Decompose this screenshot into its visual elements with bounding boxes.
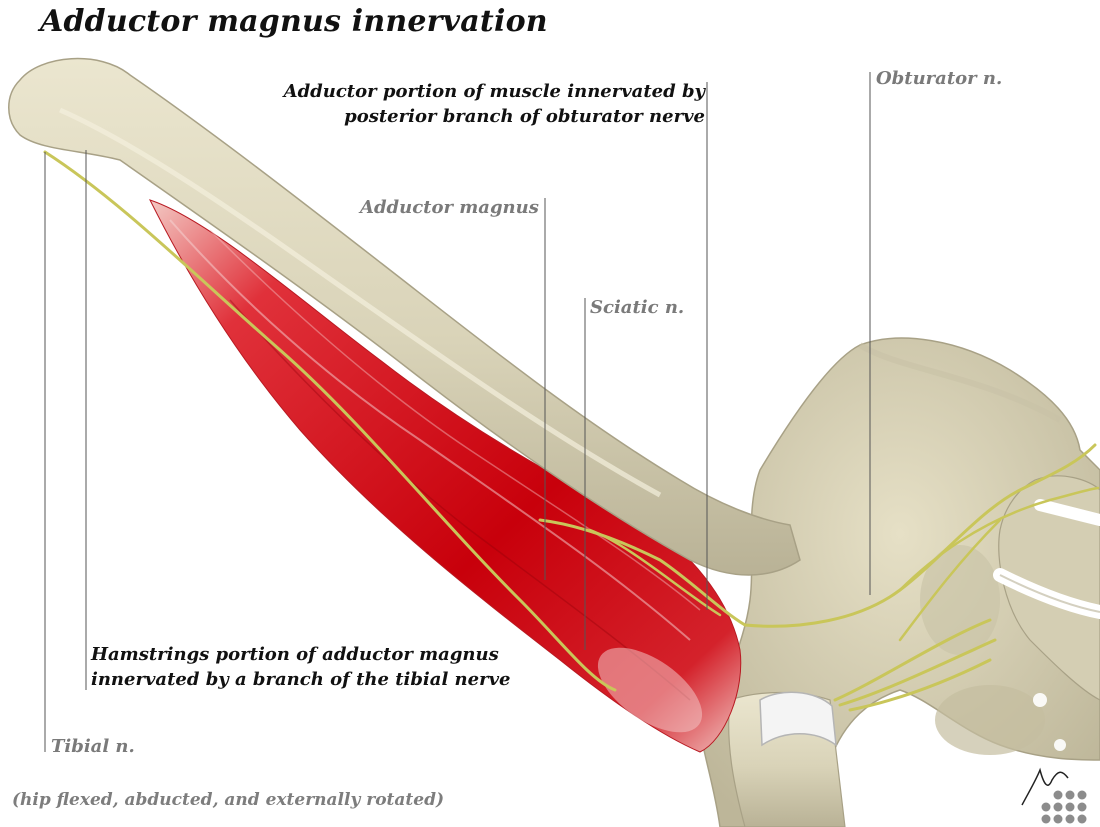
dot-grid-logo [1041, 790, 1087, 824]
page-title: Adductor magnus innervation [40, 4, 548, 39]
label-adductor-portion: Adductor portion of muscle innervated by… [282, 79, 705, 129]
label-hamstrings-line1: Hamstrings portion of adductor magnus [91, 644, 499, 665]
label-hamstrings-portion: Hamstrings portion of adductor magnus in… [91, 642, 510, 692]
signature [1021, 767, 1087, 824]
nerves [43, 150, 1100, 712]
label-obturator-nerve: Obturator n. [876, 68, 1003, 89]
adductor-magnus-muscle [149, 199, 742, 753]
label-hamstrings-line2: innervated by a branch of the tibial ner… [91, 669, 511, 690]
label-adductor-portion-line2: posterior branch of obturator nerve [344, 106, 705, 127]
label-adductor-magnus: Adductor magnus [360, 197, 539, 218]
tibial-nerve [43, 150, 617, 692]
caption: (hip flexed, abducted, and externally ro… [12, 790, 445, 810]
sciatic-nerve-branch [538, 518, 747, 627]
label-adductor-portion-line1: Adductor portion of muscle innervated by [283, 81, 705, 102]
label-tibial-nerve: Tibial n. [51, 736, 135, 757]
leader-lines [44, 72, 871, 752]
sacrum [993, 475, 1100, 701]
label-sciatic-nerve: Sciatic n. [590, 297, 685, 318]
lower-femur [728, 691, 846, 827]
femur [8, 57, 801, 576]
